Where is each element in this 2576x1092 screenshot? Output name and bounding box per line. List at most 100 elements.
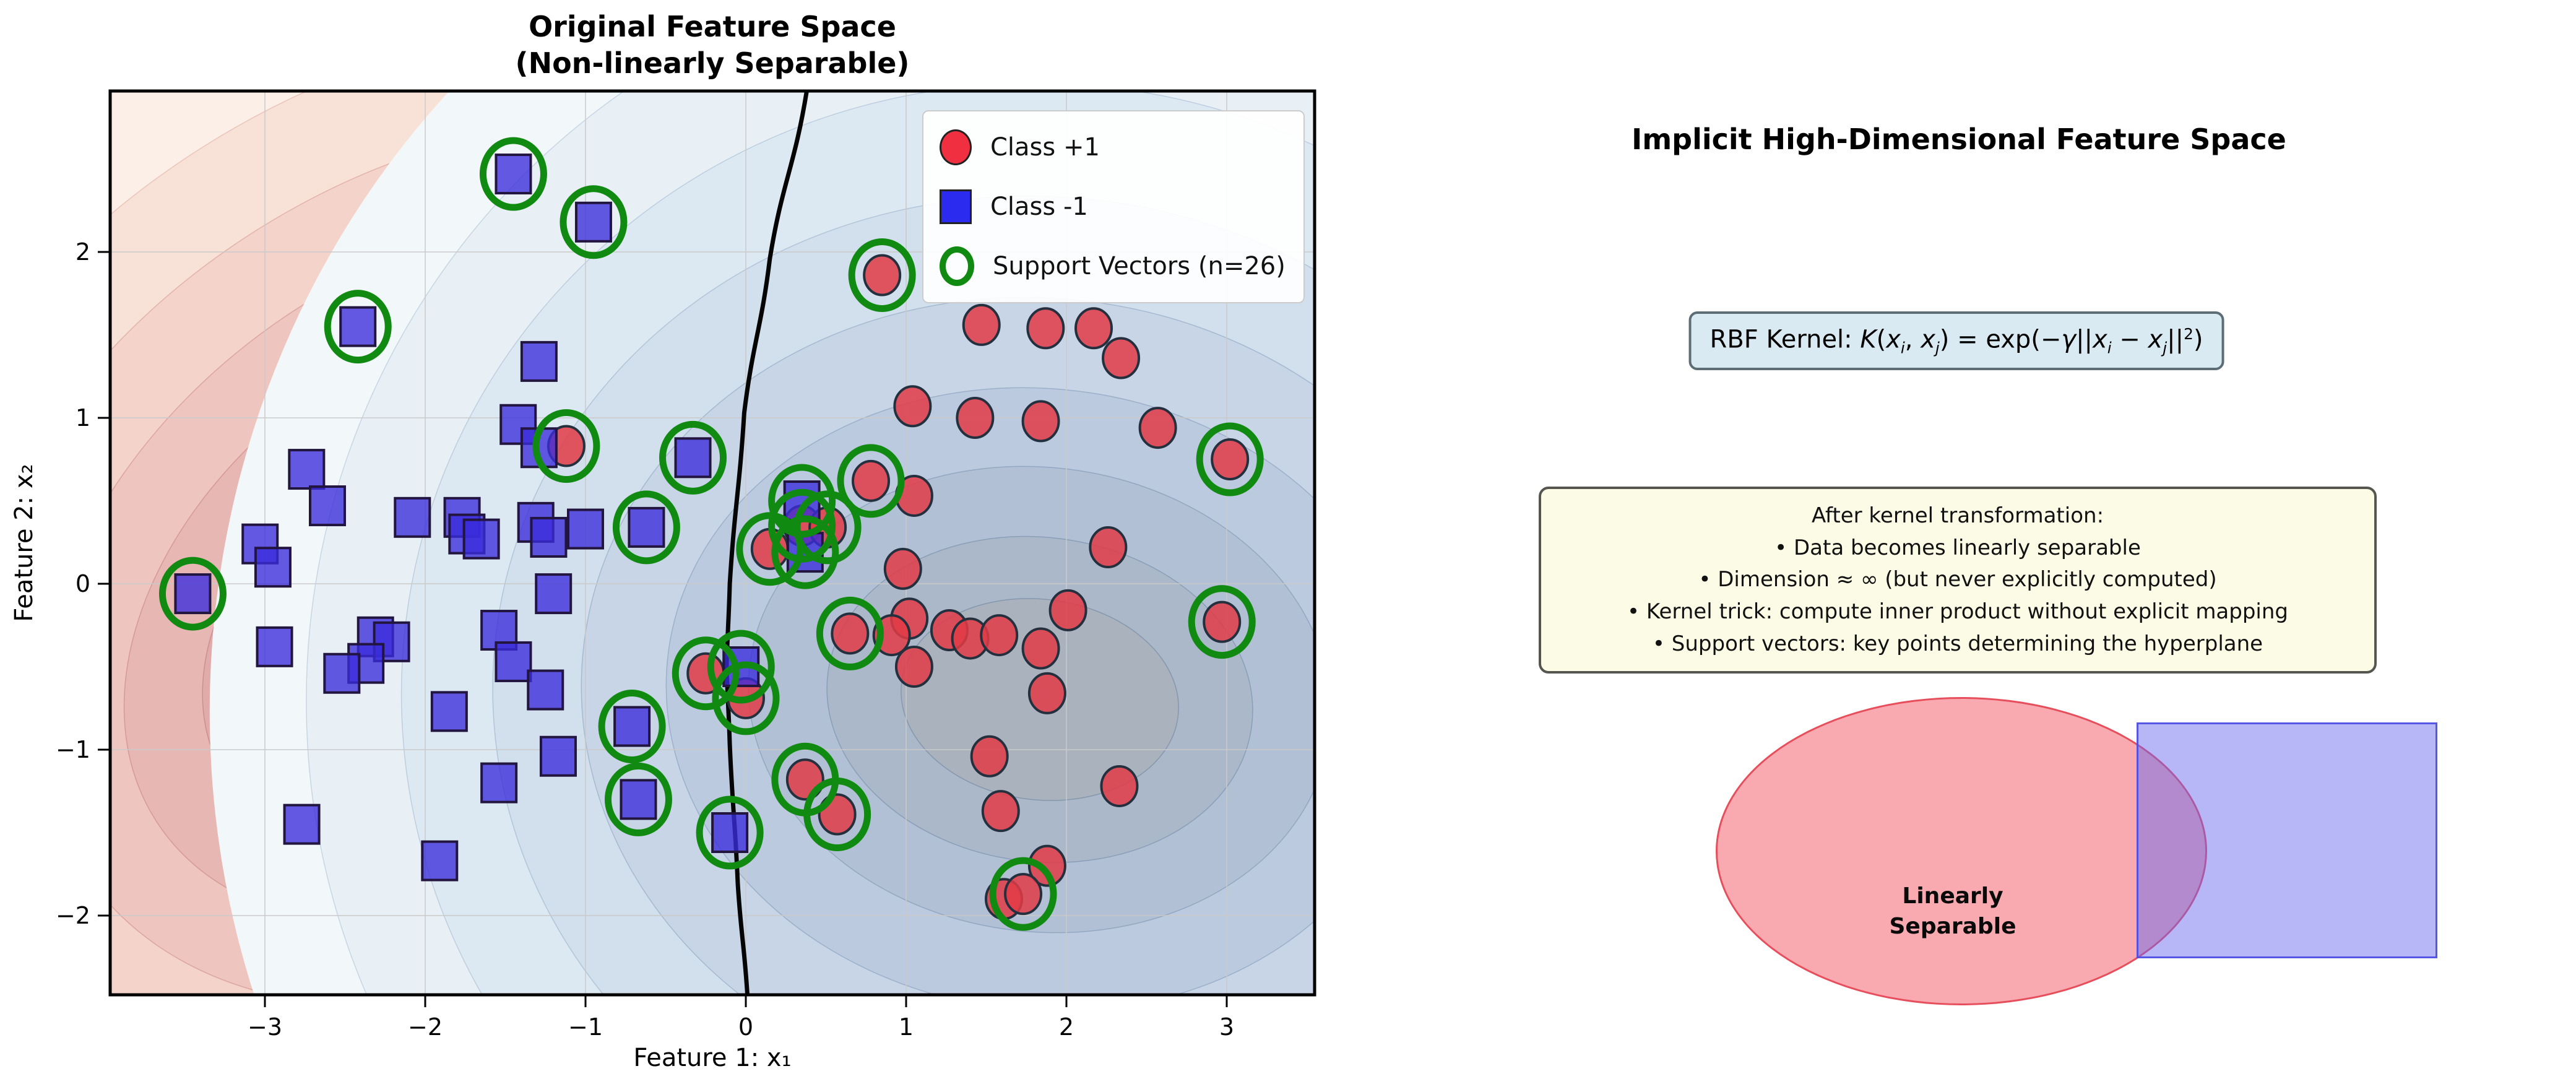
y-tick-label: −1 <box>56 736 90 763</box>
info-box-line: • Support vectors: key points determinin… <box>1652 631 2263 656</box>
data-point-class-neg <box>495 154 532 195</box>
y-axis-label: Feature 2: x₂ <box>10 464 38 622</box>
data-point-class-pos <box>1211 438 1250 480</box>
support-vector-ring <box>659 420 727 495</box>
data-point-class-pos <box>893 385 932 428</box>
kernel-formula-token: γ <box>2061 325 2077 354</box>
data-point-class-neg <box>574 201 612 243</box>
support-vector-ring <box>768 464 836 538</box>
kernel-formula-token: j <box>2163 339 2168 357</box>
support-vector-ring <box>324 290 392 364</box>
support-vector-ring <box>672 636 740 711</box>
support-vector-ring-icon <box>940 246 974 286</box>
data-point-class-neg <box>309 485 347 527</box>
venn-label: Linearly Separable <box>1889 883 2016 939</box>
y-tick-label: 1 <box>76 404 90 431</box>
data-point-class-pos <box>883 547 922 590</box>
support-vector-ring <box>532 409 600 483</box>
x-axis-label: Feature 1: x₁ <box>633 1044 791 1072</box>
legend: Class +1 Class -1 Support Vectors (n=26) <box>922 110 1305 303</box>
data-point-class-neg <box>462 518 500 560</box>
data-point-class-pos <box>863 254 902 297</box>
data-point-class-pos <box>831 612 870 655</box>
data-point-class-neg <box>527 669 564 711</box>
data-point-class-neg <box>567 508 604 550</box>
y-tick-label: −2 <box>56 902 90 929</box>
data-point-class-neg <box>256 626 293 667</box>
data-point-class-neg <box>323 652 361 694</box>
data-point-class-neg <box>174 573 212 615</box>
data-point-class-neg <box>254 547 292 588</box>
support-vector-ring <box>560 185 628 259</box>
kernel-formula-token: i <box>2107 339 2112 357</box>
data-point-class-pos <box>1027 672 1066 714</box>
data-point-class-neg <box>535 573 573 615</box>
support-vector-ring <box>803 778 871 852</box>
support-vector-ring <box>1188 585 1256 659</box>
kernel-formula-token: || <box>2076 325 2093 354</box>
axes-frame <box>108 89 1316 997</box>
venn-blue-rectangle <box>2137 722 2437 958</box>
support-vector-ring <box>604 762 672 836</box>
info-box-line: • Dimension ≈ ∞ (but never explicitly co… <box>1698 567 2217 592</box>
x-tick-label: 0 <box>738 1013 753 1041</box>
right-panel-title: Implicit High-Dimensional Feature Space <box>1632 123 2286 156</box>
kernel-formula-token: i <box>1900 339 1905 357</box>
support-vector-ring <box>736 512 804 586</box>
data-point-class-pos <box>1021 400 1060 443</box>
class-pos-marker-icon <box>940 129 972 165</box>
data-point-class-pos <box>970 735 1009 778</box>
support-vector-ring <box>816 596 884 670</box>
data-point-class-neg <box>480 762 518 804</box>
kernel-formula-token: x <box>2148 325 2163 354</box>
data-point-class-pos <box>1004 873 1043 916</box>
support-vector-ring <box>696 795 764 870</box>
data-point-class-neg <box>430 691 468 732</box>
y-tick-label: 2 <box>76 238 90 266</box>
data-point-class-neg <box>711 812 749 853</box>
data-point-class-pos <box>852 459 891 502</box>
data-point-class-neg <box>288 449 326 490</box>
venn-red-ellipse <box>1716 697 2207 1005</box>
x-tick-label: −3 <box>248 1013 282 1041</box>
data-point-class-pos <box>1102 337 1141 379</box>
kernel-formula-token: RBF Kernel: <box>1709 325 1861 354</box>
data-point-class-pos <box>980 614 1019 657</box>
support-vector-ring <box>848 238 916 313</box>
y-tick-label: 0 <box>76 570 90 597</box>
data-point-class-pos <box>1026 307 1065 350</box>
data-point-class-pos <box>894 646 933 688</box>
kernel-formula-token: K <box>1860 325 1877 354</box>
data-point-class-pos <box>1048 589 1087 631</box>
data-point-class-pos <box>1074 307 1113 350</box>
support-vector-ring <box>612 490 680 565</box>
data-point-class-neg <box>530 516 568 558</box>
data-point-class-neg <box>520 340 558 382</box>
kernel-formula-token: − <box>2111 325 2148 354</box>
left-plot-title-line1: Original Feature Space <box>529 10 896 43</box>
x-tick-label: −2 <box>408 1013 443 1041</box>
data-point-class-neg <box>628 506 665 548</box>
legend-item-class-pos: Class +1 <box>940 124 1287 171</box>
rbf-kernel-formula-box: RBF Kernel: K(xi, xj) = exp(−γ||xi − xj|… <box>1688 311 2224 371</box>
kernel-formula-token: x <box>2093 325 2107 354</box>
support-vector-ring <box>1196 422 1264 496</box>
data-point-class-pos <box>962 303 1001 346</box>
kernel-formula-token: x <box>1886 325 1901 354</box>
support-vector-ring <box>707 630 775 704</box>
data-point-class-neg <box>674 437 712 479</box>
data-point-class-pos <box>1203 600 1242 643</box>
support-vector-ring <box>158 557 227 631</box>
data-point-class-pos <box>1100 765 1139 807</box>
kernel-formula-token: ) <box>2193 325 2203 354</box>
info-box-line: • Kernel trick: compute inner product wi… <box>1627 599 2289 625</box>
data-point-class-neg <box>620 779 657 820</box>
legend-label: Support Vectors (n=26) <box>993 252 1286 280</box>
support-vector-ring <box>771 515 839 589</box>
support-vector-ring <box>712 661 780 735</box>
info-box-line: After kernel transformation: <box>1811 503 2104 528</box>
left-plot-title: Original Feature Space (Non-linearly Sep… <box>110 9 1315 82</box>
support-vector-ring <box>989 857 1057 931</box>
